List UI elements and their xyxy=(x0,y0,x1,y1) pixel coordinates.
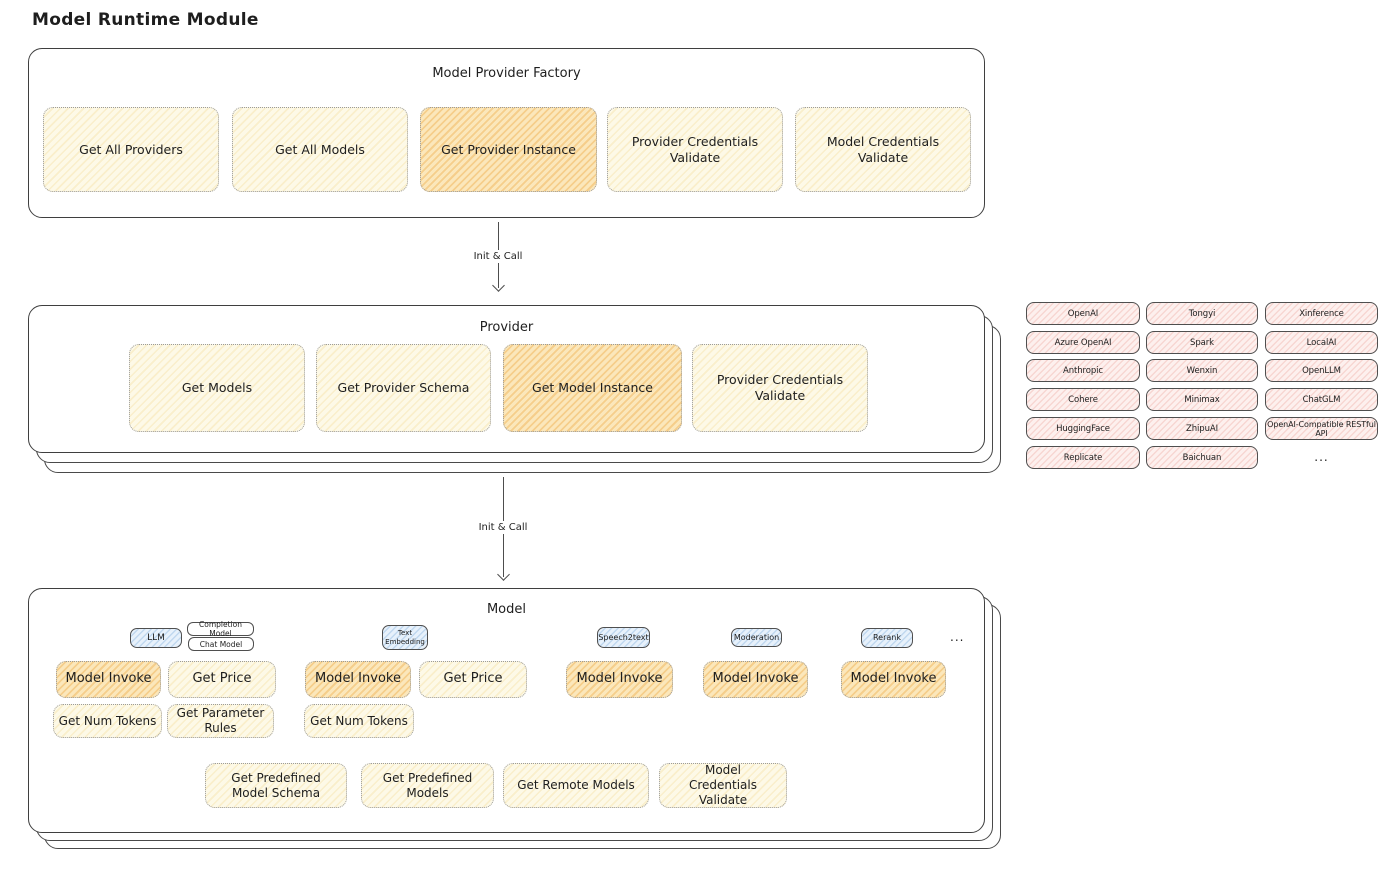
tag-llm: LLM xyxy=(130,628,182,648)
providers-grid-ellipsis: ... xyxy=(1314,450,1329,464)
provider-chip-openai: OpenAI xyxy=(1026,302,1140,325)
provider-chip-openllm: OpenLLM xyxy=(1265,359,1378,382)
rerank-model-invoke-button: Model Invoke xyxy=(841,661,946,698)
provider-chip-xinference: Xinference xyxy=(1265,302,1378,325)
text-embedding-get-num-tokens-button: Get Num Tokens xyxy=(304,704,414,738)
provider-chip-cohere: Cohere xyxy=(1026,388,1140,411)
provider-chip-anthropic: Anthropic xyxy=(1026,359,1140,382)
provider-chip-tongyi: Tongyi xyxy=(1146,302,1258,325)
provider-item-get-provider-schema: Get Provider Schema xyxy=(316,344,491,432)
factory-item-model-credentials-validate: Model Credentials Validate xyxy=(795,107,971,192)
llm-get-price-button: Get Price xyxy=(168,661,276,698)
text-embedding-model-invoke-button: Model Invoke xyxy=(305,661,411,698)
tag-moderation: Moderation xyxy=(731,628,782,647)
arrow-provider-to-model-head xyxy=(497,568,510,581)
arrow2-label: Init & Call xyxy=(473,521,533,534)
provider-title: Provider xyxy=(479,320,534,335)
provider-item-provider-credentials-validate: Provider Credentials Validate xyxy=(692,344,868,432)
provider-chip-spark: Spark xyxy=(1146,331,1258,354)
page-title: Model Runtime Module xyxy=(32,10,259,30)
model-title: Model xyxy=(486,602,527,617)
llm-get-num-tokens-button: Get Num Tokens xyxy=(53,704,162,738)
arrow-factory-to-provider-head xyxy=(492,279,505,292)
provider-chip-zhipuai: ZhipuAI xyxy=(1146,417,1258,440)
factory-item-provider-credentials-validate: Provider Credentials Validate xyxy=(607,107,783,192)
provider-chip-azure-openai: Azure OpenAI xyxy=(1026,331,1140,354)
speech2text-model-invoke-button: Model Invoke xyxy=(566,661,673,698)
factory-item-get-all-providers: Get All Providers xyxy=(43,107,219,192)
tag-speech2text: Speech2text xyxy=(597,627,650,648)
tag-completion-model: Completion Model xyxy=(187,620,254,638)
tag-chat-model: Chat Model xyxy=(188,637,254,651)
provider-chip-chatglm: ChatGLM xyxy=(1265,388,1378,411)
get-predefined-model-schema-button: Get Predefined Model Schema xyxy=(205,763,347,808)
provider-chip-minimax: Minimax xyxy=(1146,388,1258,411)
provider-chip-openai-compatible-restful-api: OpenAI-Compatible RESTful API xyxy=(1265,417,1378,440)
tag-text-embedding: Text Embedding xyxy=(382,625,428,650)
llm-get-parameter-rules-button: Get Parameter Rules xyxy=(167,704,274,738)
text-embedding-get-price-button: Get Price xyxy=(419,661,527,698)
provider-chip-wenxin: Wenxin xyxy=(1146,359,1258,382)
provider-chip-huggingface: HuggingFace xyxy=(1026,417,1140,440)
provider-chip-localai: LocalAI xyxy=(1265,331,1378,354)
model-tags-ellipsis: ... xyxy=(950,630,965,644)
factory-item-get-all-models: Get All Models xyxy=(232,107,408,192)
provider-item-get-models: Get Models xyxy=(129,344,305,432)
model-credentials-validate-button: Model Credentials Validate xyxy=(659,763,787,808)
get-predefined-models-button: Get Predefined Models xyxy=(361,763,494,808)
provider-chip-baichuan: Baichuan xyxy=(1146,446,1258,469)
factory-title: Model Provider Factory xyxy=(432,66,581,81)
provider-item-get-model-instance: Get Model Instance xyxy=(503,344,682,432)
arrow1-label: Init & Call xyxy=(468,250,528,263)
llm-model-invoke-button: Model Invoke xyxy=(56,661,161,698)
factory-item-get-provider-instance: Get Provider Instance xyxy=(420,107,597,192)
get-remote-models-button: Get Remote Models xyxy=(503,763,649,808)
provider-chip-replicate: Replicate xyxy=(1026,446,1140,469)
tag-rerank: Rerank xyxy=(861,628,913,648)
moderation-model-invoke-button: Model Invoke xyxy=(703,661,808,698)
